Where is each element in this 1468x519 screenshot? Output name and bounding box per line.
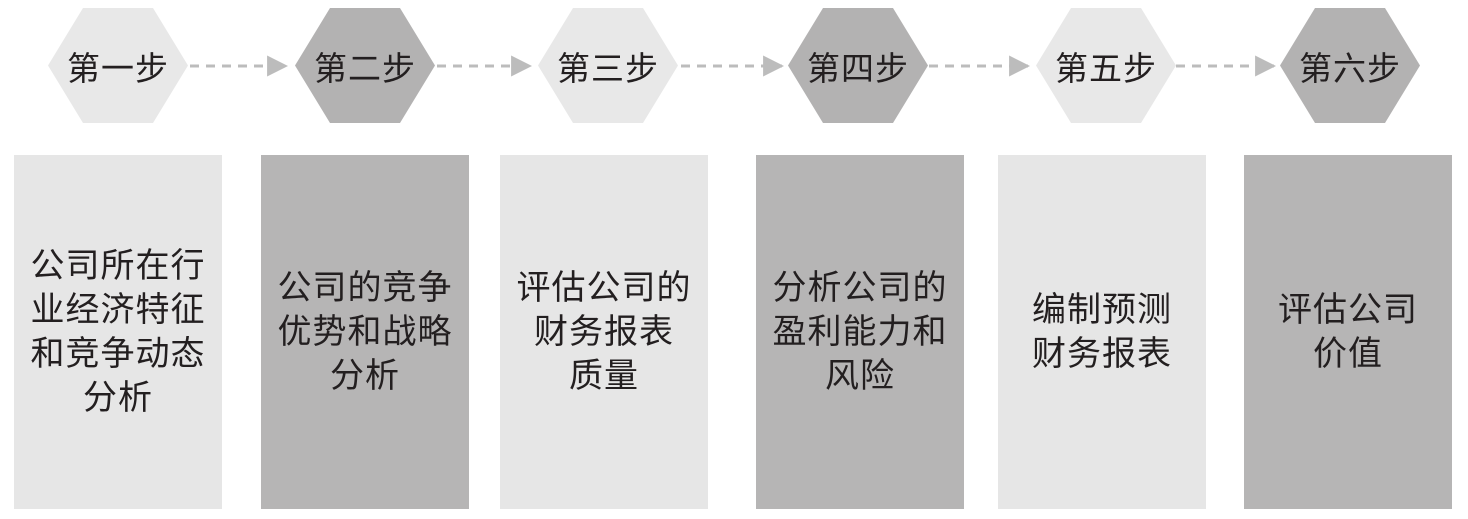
step-1-description: 公司所在行 业经济特征 和竞争动态 分析: [30, 246, 206, 418]
step-1-label: 第一步: [67, 48, 169, 88]
step-5-description: 编制预测 财务报表: [1032, 290, 1172, 374]
step-5-label: 第五步: [1055, 48, 1157, 88]
step-4-box: 分析公司的 盈利能力和 风险: [756, 155, 964, 509]
step-6-hexagon: 第六步: [1280, 8, 1420, 123]
step-6-label: 第六步: [1299, 48, 1401, 88]
step-6-description: 评估公司 价值: [1278, 290, 1418, 374]
step-4-hexagon: 第四步: [788, 8, 928, 123]
step-6-box: 评估公司 价值: [1244, 155, 1452, 509]
step-3-label: 第三步: [557, 48, 659, 88]
connector-arrows: [190, 55, 1277, 77]
step-3-box: 评估公司的 财务报表 质量: [500, 155, 708, 509]
step-5-hexagon: 第五步: [1036, 8, 1176, 123]
step-4-description: 分析公司的 盈利能力和 风险: [772, 268, 948, 396]
step-1-hexagon: 第一步: [48, 8, 188, 123]
step-3-description: 评估公司的 财务报表 质量: [516, 268, 692, 396]
step-2-description: 公司的竞争 优势和战略 分析: [277, 268, 453, 396]
step-3-hexagon: 第三步: [538, 8, 678, 123]
step-2-label: 第二步: [314, 48, 416, 88]
step-1-box: 公司所在行 业经济特征 和竞争动态 分析: [14, 155, 222, 509]
step-4-label: 第四步: [807, 48, 909, 88]
step-2-hexagon: 第二步: [295, 8, 435, 123]
step-2-box: 公司的竞争 优势和战略 分析: [261, 155, 469, 509]
step-5-box: 编制预测 财务报表: [998, 155, 1206, 509]
